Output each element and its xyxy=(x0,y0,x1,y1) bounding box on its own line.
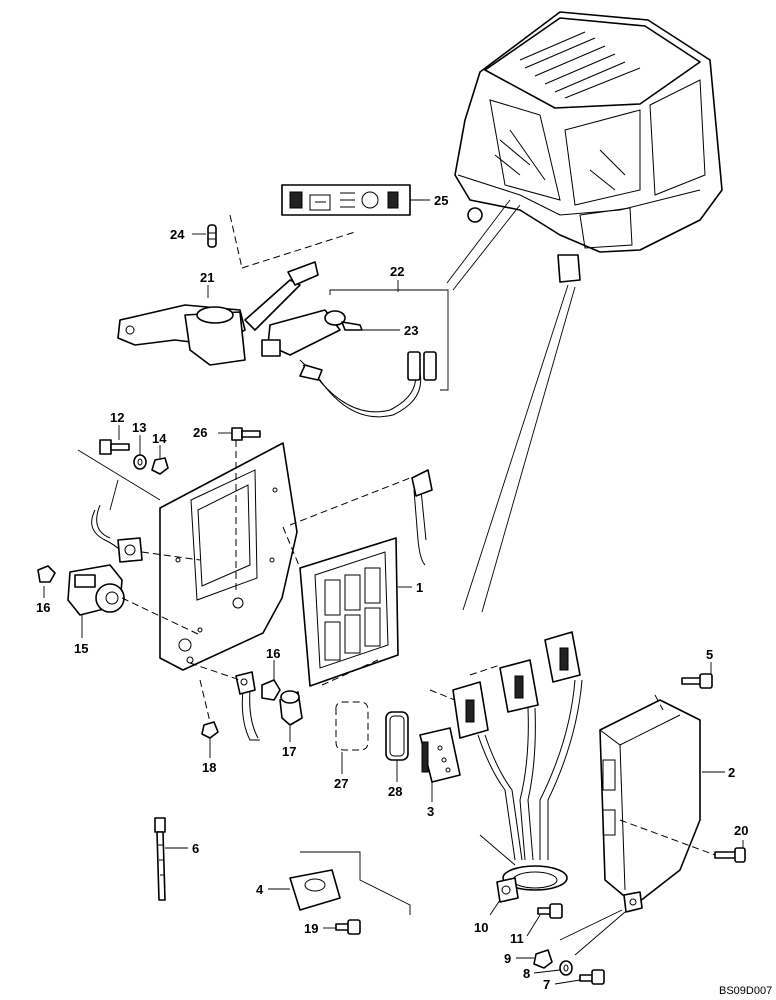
p-clamp xyxy=(479,834,568,903)
drawing-code: BS09D007 xyxy=(719,985,772,997)
callout-5: 5 xyxy=(706,647,713,662)
screw-5 xyxy=(681,673,713,689)
switch-decal xyxy=(281,184,411,216)
nut-16-left xyxy=(37,565,56,583)
callout-6: 6 xyxy=(192,841,199,856)
nut-18 xyxy=(199,679,219,739)
gasket-28 xyxy=(385,711,409,761)
cable-gland-harness xyxy=(77,449,201,563)
bolt-26 xyxy=(231,427,261,441)
callout-4: 4 xyxy=(256,882,264,897)
callout-28: 28 xyxy=(388,784,402,799)
callout-11: 11 xyxy=(510,931,524,946)
callout-12: 12 xyxy=(110,410,124,425)
callout-15: 15 xyxy=(74,641,88,656)
screw-20 xyxy=(714,847,746,863)
harness-cover xyxy=(599,694,716,906)
screw-7 xyxy=(579,969,605,985)
leader-lines xyxy=(43,199,744,985)
mounting-plate xyxy=(159,440,298,671)
cab-assembly xyxy=(446,11,723,613)
callout-2: 2 xyxy=(728,765,735,780)
bolt-12 xyxy=(99,439,130,455)
callout-14: 14 xyxy=(152,431,167,446)
vertical-cable xyxy=(289,469,433,566)
ignition-switch-harness xyxy=(261,289,449,418)
nut-9 xyxy=(533,949,553,969)
connector-grommet xyxy=(282,526,399,687)
callout-19: 19 xyxy=(304,921,318,936)
nut-16-center xyxy=(261,679,281,701)
callout-20: 20 xyxy=(734,823,748,838)
pin-24 xyxy=(207,214,356,269)
seal-27 xyxy=(335,701,369,751)
callout-labels: 1 2 3 4 5 6 7 8 9 10 11 12 13 14 15 16 1… xyxy=(36,193,748,992)
callout-7: 7 xyxy=(543,977,550,992)
callout-24: 24 xyxy=(170,227,185,242)
bolt-11 xyxy=(537,903,563,919)
washer-8 xyxy=(559,960,573,976)
cable-tie xyxy=(154,817,166,901)
callout-16-center: 16 xyxy=(266,646,280,661)
cover-foot-bracket xyxy=(559,891,643,956)
socket-15 xyxy=(67,564,201,636)
screw-19 xyxy=(335,919,361,935)
callout-25: 25 xyxy=(434,193,448,208)
washer-13 xyxy=(133,454,147,470)
steering-column-switch xyxy=(117,261,319,366)
callout-3: 3 xyxy=(427,804,434,819)
callout-8: 8 xyxy=(523,966,530,981)
callout-21: 21 xyxy=(200,270,214,285)
wiring-harness xyxy=(429,631,583,861)
callout-9: 9 xyxy=(504,951,511,966)
sleeve-17 xyxy=(279,690,303,726)
callout-26: 26 xyxy=(193,425,207,440)
callout-1: 1 xyxy=(416,580,423,595)
callout-18: 18 xyxy=(202,760,216,775)
connector-plug-3 xyxy=(419,727,461,783)
callout-16-left: 16 xyxy=(36,600,50,615)
callout-22: 22 xyxy=(390,264,404,279)
callout-27: 27 xyxy=(334,776,348,791)
ground-cable-lug xyxy=(189,662,260,741)
callout-23: 23 xyxy=(404,323,418,338)
nut-14 xyxy=(151,457,169,475)
callout-10: 10 xyxy=(474,920,488,935)
clamp-block xyxy=(289,851,411,915)
callout-13: 13 xyxy=(132,420,146,435)
callout-17: 17 xyxy=(282,744,296,759)
